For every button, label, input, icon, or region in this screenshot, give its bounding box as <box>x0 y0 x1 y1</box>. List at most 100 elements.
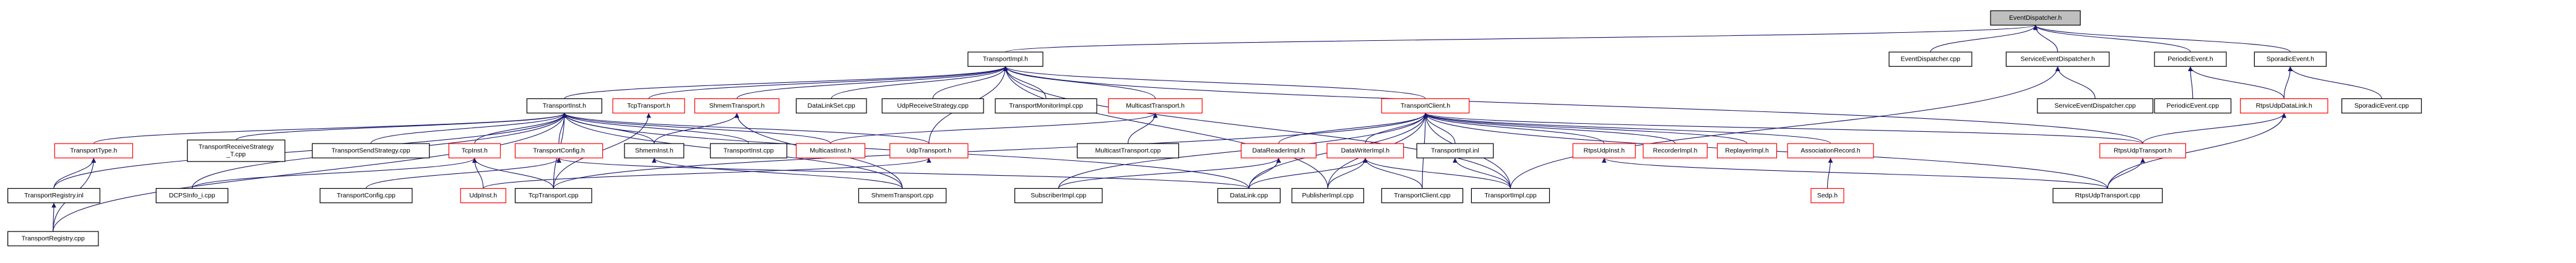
node-box <box>1416 143 1494 158</box>
graph-node[interactable]: DataReaderImpl.h <box>1240 143 1317 158</box>
dependency-edge <box>365 157 561 189</box>
graph-node[interactable]: MulticastTransport.h <box>1108 98 1203 114</box>
graph-node[interactable]: ServiceEventDispatcher.h <box>2005 51 2110 67</box>
node-label: SporadicEvent.cpp <box>2354 102 2409 110</box>
graph-node[interactable]: DataWriterImpl.h <box>1326 143 1404 158</box>
graph-node[interactable]: EventDispatcher.cpp <box>1888 51 1973 67</box>
graph-node[interactable]: TransportRegistry.cpp <box>7 231 99 246</box>
dependency-edge <box>1003 66 1156 99</box>
graph-node[interactable]: TransportInst.cpp <box>710 143 787 158</box>
node-box <box>1291 188 1364 204</box>
graph-node[interactable]: TransportMonitorImpl.cpp <box>995 98 1097 114</box>
node-label: MulticastInst.h <box>810 147 851 154</box>
graph-node[interactable]: TransportType.h <box>54 143 134 158</box>
node-box <box>1014 188 1103 204</box>
graph-node[interactable]: TransportRegistry.inl <box>7 188 101 204</box>
dependency-edge <box>1248 158 1281 189</box>
graph-node[interactable]: RecorderImpl.h <box>1643 143 1708 158</box>
dependency-edge <box>93 113 567 144</box>
dependency-edge <box>648 66 1008 99</box>
graph-node[interactable]: TransportImpl.cpp <box>1471 188 1550 204</box>
dependency-edge <box>2107 158 2145 189</box>
graph-node[interactable]: SporadicEvent.cpp <box>2341 98 2422 114</box>
node-label: PeriodicEvent.cpp <box>2166 102 2219 110</box>
node-label: TransportConfig.h <box>533 147 585 154</box>
graph-node[interactable]: TransportConfig.cpp <box>319 188 413 204</box>
graph-node[interactable]: TransportInst.h <box>526 98 602 114</box>
graph-node[interactable]: UdpReceiveStrategy.cpp <box>881 98 984 114</box>
node-box <box>514 143 603 158</box>
dependency-edge <box>1423 113 1676 144</box>
dependency-edge <box>370 113 567 144</box>
graph-node[interactable]: EventDispatcher.h <box>1990 10 2081 26</box>
graph-node[interactable]: TcpTransport.cpp <box>514 188 592 204</box>
node-label: RecorderImpl.h <box>1653 147 1698 154</box>
graph-node[interactable]: Sedp.h <box>1810 188 1844 204</box>
graph-node[interactable]: MulticastInst.h <box>795 143 866 158</box>
node-box <box>54 143 134 158</box>
dependency-edge <box>1003 66 2143 144</box>
graph-node[interactable]: SubscriberImpl.cpp <box>1014 188 1103 204</box>
dependency-edge <box>932 66 1008 99</box>
graph-node[interactable]: DCPSInfo_i.cpp <box>155 188 228 204</box>
node-box <box>7 188 101 204</box>
graph-node[interactable]: ShmemTransport.h <box>694 98 780 114</box>
graph-node[interactable]: TransportReceiveStrategy_T.cpp <box>187 139 285 162</box>
graph-node[interactable]: ShmemTransport.cpp <box>858 188 947 204</box>
graph-node[interactable]: ReplayerImpl.h <box>1717 143 1778 158</box>
node-box <box>1643 143 1708 158</box>
graph-node[interactable]: RtpsUdpDataLink.h <box>2240 98 2328 114</box>
node-box <box>1471 188 1550 204</box>
graph-node[interactable]: TransportClient.h <box>1381 98 1470 114</box>
graph-node[interactable]: TransportClient.cpp <box>1381 188 1464 204</box>
graph-node[interactable]: TransportImpl.inl <box>1416 143 1494 158</box>
graph-node[interactable]: RtpsUdpTransport.cpp <box>2052 188 2163 204</box>
node-label: MulticastTransport.h <box>1126 102 1185 110</box>
node-label: PeriodicEvent.h <box>2168 55 2213 63</box>
graph-node[interactable]: PeriodicEvent.cpp <box>2154 98 2232 114</box>
edges-layer <box>51 25 2382 232</box>
node-box <box>1108 98 1203 114</box>
dependency-edge <box>562 113 831 144</box>
node-box <box>1381 188 1464 204</box>
graph-node[interactable]: TransportImpl.h <box>967 51 1044 67</box>
node-label: UdpInst.h <box>469 192 497 199</box>
graph-node[interactable]: TransportSendStrategy.cpp <box>311 143 430 158</box>
dependency-edge <box>2033 25 2059 53</box>
node-label: TransportClient.h <box>1401 102 1450 110</box>
graph-node[interactable]: RtpsUdpInst.h <box>1572 143 1636 158</box>
node-label: DataReaderImpl.h <box>1252 147 1305 154</box>
node-box <box>1217 188 1281 204</box>
node-box <box>1326 143 1404 158</box>
dependency-edge <box>1003 66 1511 189</box>
graph-node[interactable]: TransportConfig.h <box>514 143 603 158</box>
node-label: TransportImpl.h <box>983 55 1028 63</box>
graph-node[interactable]: SporadicEvent.h <box>2254 51 2327 67</box>
node-box <box>2037 98 2154 114</box>
graph-node[interactable]: MulticastTransport.cpp <box>1076 143 1180 158</box>
graph-node[interactable]: UdpInst.h <box>460 188 506 204</box>
dependency-edge <box>556 157 1250 189</box>
node-box <box>2154 51 2227 67</box>
node-box <box>2240 98 2328 114</box>
dependency-edge <box>1602 157 2108 189</box>
node-label: TransportConfig.cpp <box>337 192 395 199</box>
dependency-edge <box>737 66 1008 99</box>
dependency-edge <box>564 66 1008 99</box>
node-box <box>612 98 685 114</box>
node-label: TransportImpl.inl <box>1431 147 1479 154</box>
dependency-edge <box>1003 66 1426 99</box>
graph-node[interactable]: TcpTransport.h <box>612 98 685 114</box>
dependency-edge <box>1423 113 1605 144</box>
graph-node[interactable]: ShmemInst.h <box>624 143 685 158</box>
graph-node[interactable]: TcpInst.h <box>448 143 501 158</box>
graph-node[interactable]: ServiceEventDispatcher.cpp <box>2037 98 2154 114</box>
graph-node[interactable]: PublisherImpl.cpp <box>1291 188 1364 204</box>
graph-node[interactable]: AssociationRecord.h <box>1787 143 1874 158</box>
node-label: MulticastTransport.cpp <box>1096 147 1161 154</box>
graph-node[interactable]: UdpTransport.h <box>889 143 969 158</box>
graph-node[interactable]: DataLink.cpp <box>1217 188 1281 204</box>
graph-node[interactable]: DataLinkSet.cpp <box>795 98 867 114</box>
graph-node[interactable]: PeriodicEvent.h <box>2154 51 2227 67</box>
graph-node[interactable]: RtpsUdpTransport.h <box>2099 143 2186 158</box>
